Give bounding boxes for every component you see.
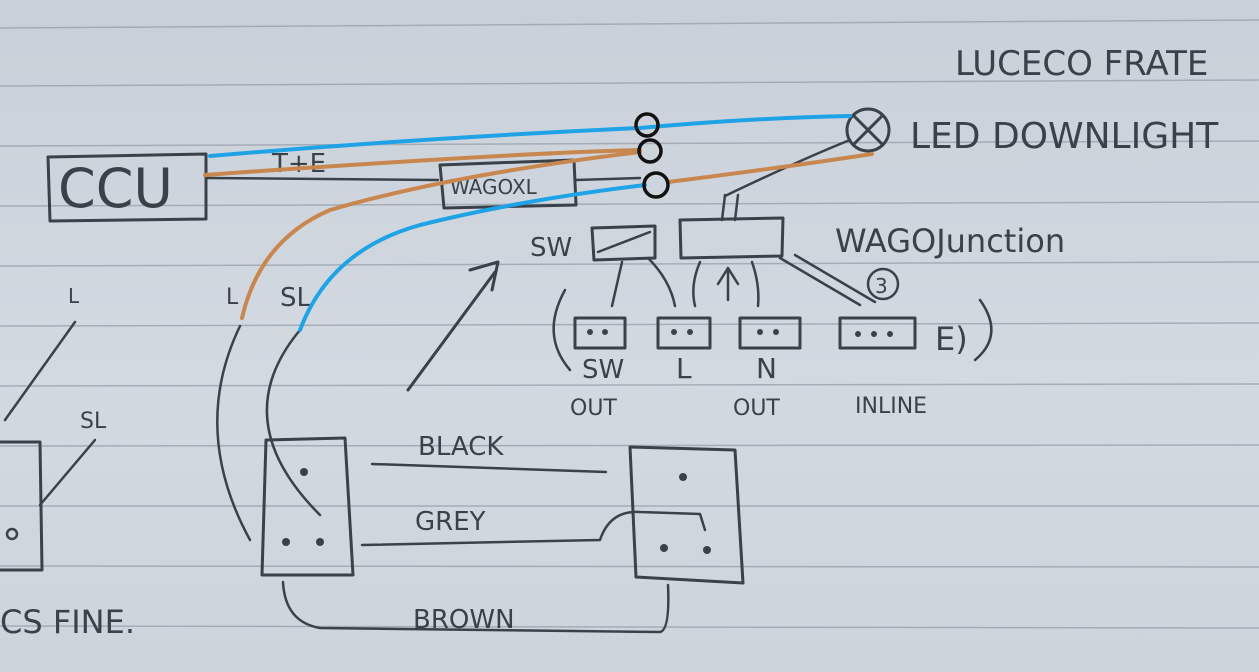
lead-sw xyxy=(610,260,624,308)
wago-xl-box xyxy=(438,158,578,210)
terminal-n xyxy=(738,316,802,350)
out-label-2: OUT xyxy=(733,396,780,421)
lead-sw-l xyxy=(646,256,677,308)
junction-feed xyxy=(720,193,727,222)
sw-label: SW xyxy=(530,233,572,263)
circled-3-label: 3 xyxy=(875,274,888,298)
mid-sl-line xyxy=(265,328,322,517)
downlight-symbol xyxy=(845,107,891,153)
out-label-1: OUT xyxy=(570,396,617,421)
sl-label-mid: SL xyxy=(280,283,312,313)
switch-blade xyxy=(596,230,652,254)
notebook-rules xyxy=(0,19,1259,629)
term-l-label: L xyxy=(676,352,692,385)
grey-wire xyxy=(360,510,707,547)
switch-plate-left xyxy=(260,436,355,577)
lead-e1 xyxy=(778,256,862,307)
marker-ring-3 xyxy=(642,171,670,199)
marker-ring-2 xyxy=(637,138,663,164)
plate-left-dot-1 xyxy=(282,538,290,546)
l-label-mid: L xyxy=(226,285,239,310)
orange-wire-down xyxy=(240,150,642,320)
pointer-arrow xyxy=(406,260,500,392)
l-label-left: L xyxy=(68,284,80,308)
plate-left-dot-top xyxy=(300,468,308,476)
left-sl-line xyxy=(38,438,97,507)
mid-l-line xyxy=(216,324,252,542)
ccu-box xyxy=(46,152,208,223)
switch-plate-right xyxy=(628,445,745,585)
plate-right-dot-1 xyxy=(660,544,668,552)
blue-wire-down xyxy=(298,183,647,332)
ccu-label: CCU xyxy=(58,157,173,220)
bottom-fine-text: CS FINE. xyxy=(0,603,135,641)
term-sw-label: SW xyxy=(582,355,624,385)
title-text: LUCECO FRATE xyxy=(955,44,1208,84)
switch-box xyxy=(590,224,657,262)
black-label: BLACK xyxy=(418,432,504,462)
left-feed-line xyxy=(3,320,77,422)
orange-wire-return xyxy=(666,152,874,184)
left-switch-box xyxy=(0,440,44,572)
marker-ring-1 xyxy=(634,112,660,138)
plate-right-dot-top xyxy=(679,473,687,481)
term-n-label: N xyxy=(756,352,777,385)
junction-feed-2 xyxy=(733,193,740,222)
left-paren xyxy=(552,288,572,372)
black-wire xyxy=(370,462,608,474)
arrow-up-lead xyxy=(716,266,740,302)
lead-n xyxy=(750,260,760,308)
wago-junction-box xyxy=(678,216,785,260)
grey-label: GREY xyxy=(415,507,486,537)
te-cable xyxy=(204,176,440,182)
wago-out-cable xyxy=(574,176,642,182)
left-switch-dot xyxy=(5,527,19,541)
sl-label-left: SL xyxy=(80,409,107,434)
circled-3-ring xyxy=(866,267,900,301)
brown-label: BROWN xyxy=(413,605,515,635)
led-downlight-label: LED DOWNLIGHT xyxy=(910,116,1219,157)
right-paren xyxy=(973,298,993,362)
lead-e2 xyxy=(793,253,877,304)
inline-label: INLINE xyxy=(855,394,927,419)
te-label: T+E xyxy=(271,149,326,179)
lead-l xyxy=(692,260,702,308)
wago-junction-label: WAGOJunction xyxy=(835,222,1065,260)
terminal-e xyxy=(838,316,917,350)
brown-wire xyxy=(281,580,670,634)
term-e-label: E) xyxy=(935,320,968,358)
blue-wire-top xyxy=(208,114,852,158)
terminal-sw xyxy=(573,316,627,350)
terminal-l xyxy=(656,316,712,350)
orange-wire-top xyxy=(203,148,642,177)
plate-right-dot-2 xyxy=(703,546,711,554)
plate-left-dot-2 xyxy=(316,538,324,546)
